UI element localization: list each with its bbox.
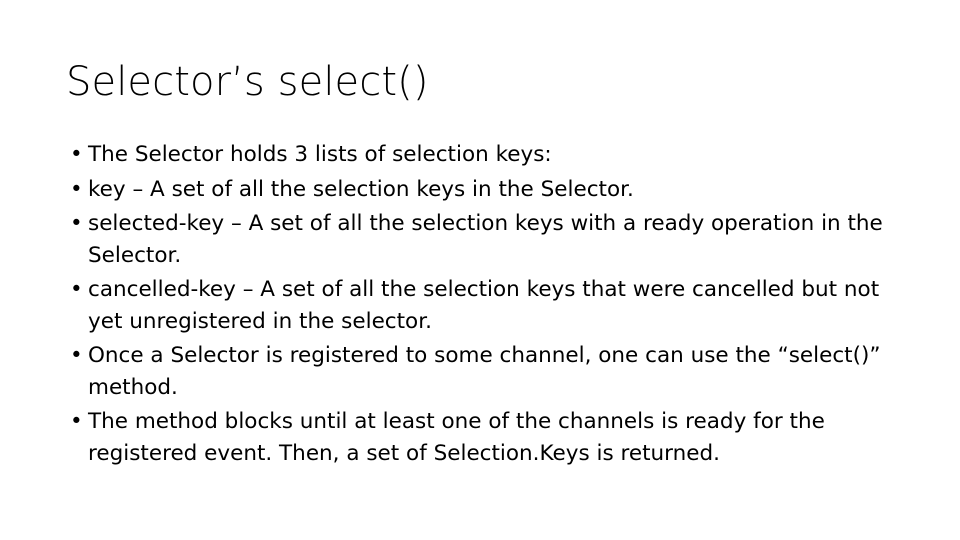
list-item: • cancelled-key – A set of all the selec… [62,274,898,337]
list-item-text: The Selector holds 3 lists of selection … [88,142,552,167]
bullet-point-icon: • [70,277,83,302]
list-item-text: Once a Selector is registered to some ch… [88,343,881,400]
list-item: • The method blocks until at least one o… [62,406,898,469]
page-title: Selector’s select() [66,59,429,105]
slide-body: • The Selector holds 3 lists of selectio… [62,139,898,469]
bullet-point-icon: • [70,211,83,236]
bullet-point-icon: • [70,343,83,368]
list-item: • Once a Selector is registered to some … [62,340,898,403]
bullet-point-icon: • [70,142,83,167]
list-item: • selected-key – A set of all the select… [62,208,898,271]
bullet-point-icon: • [70,176,83,202]
list-item-text: cancelled-key – A set of all the selecti… [88,277,880,334]
list-item-text: The method blocks until at least one of … [88,409,825,466]
list-item: • The Selector holds 3 lists of selectio… [62,139,898,171]
bullet-list: • The Selector holds 3 lists of selectio… [62,139,898,469]
list-item-text: selected-key – A set of all the selectio… [88,211,883,268]
list-item-text: key – A set of all the selection keys in… [88,176,634,202]
bullet-point-icon: • [70,409,83,434]
list-item: • key – A set of all the selection keys … [62,174,898,206]
